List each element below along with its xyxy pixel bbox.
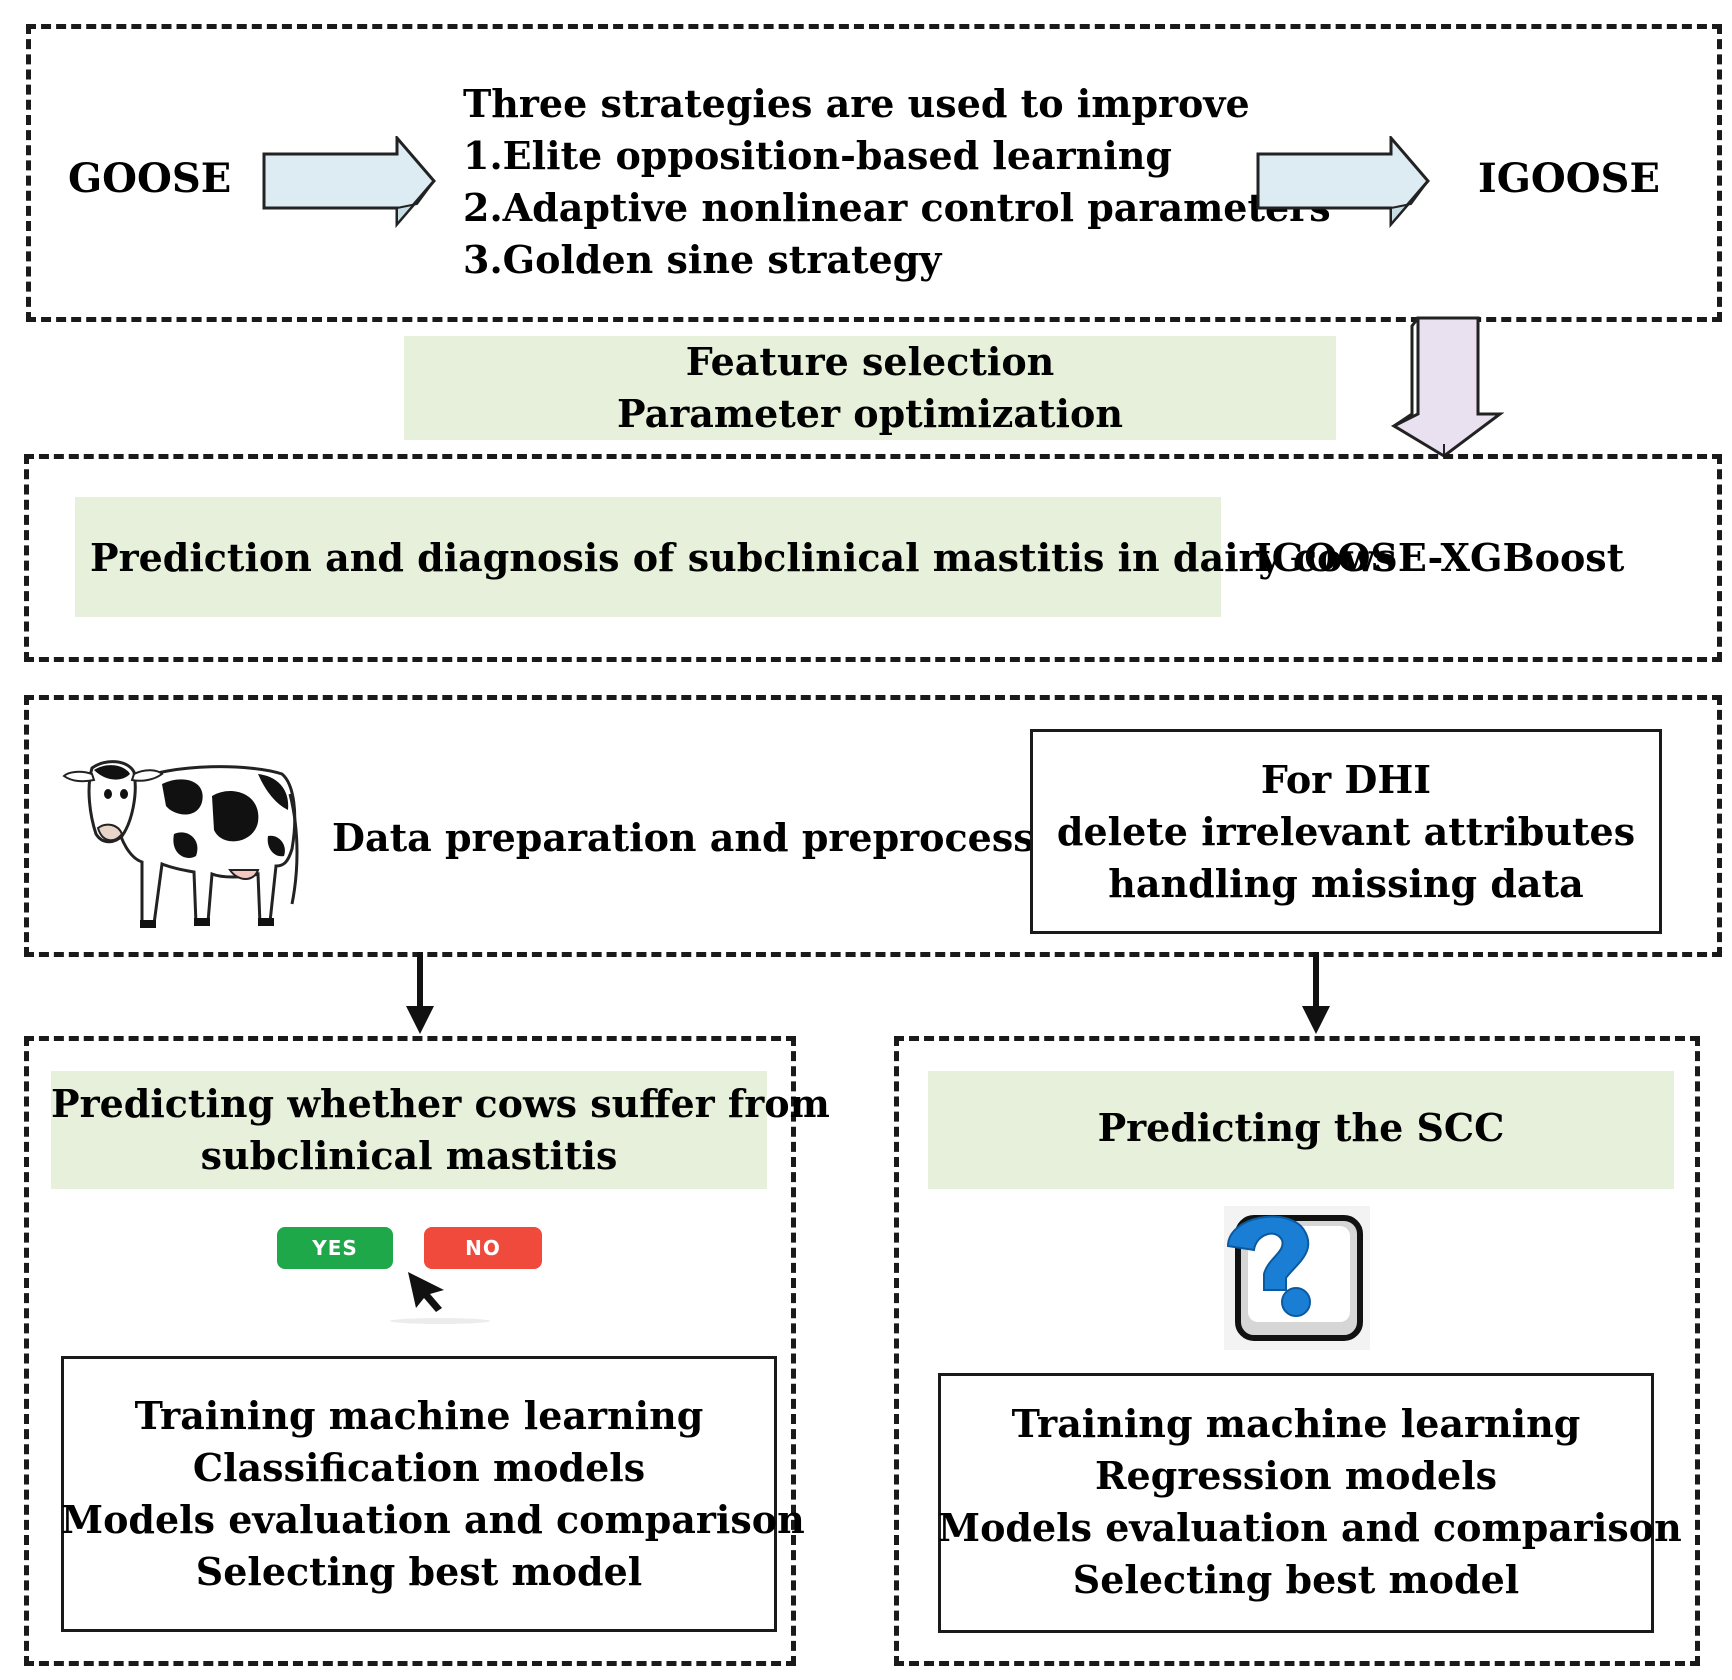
feature-selection-text: Feature selection Parameter optimization <box>617 339 1123 436</box>
data-preparation-label: Data preparation and preprocessing <box>332 815 1104 860</box>
regression-title-box <box>928 1071 1674 1189</box>
classification-title: Predicting whether cows suffer from subc… <box>51 1081 830 1178</box>
right-arrow-icon <box>262 136 436 228</box>
down-arrow-icon <box>406 952 434 1034</box>
question-icon <box>1224 1206 1370 1350</box>
strategy-item: 3.Golden sine strategy <box>463 237 942 282</box>
right-arrow-icon <box>1256 136 1430 228</box>
igoose-label: IGOOSE <box>1478 155 1660 202</box>
down-arrow-icon <box>1390 316 1504 458</box>
classification-steps-box <box>61 1356 777 1632</box>
model-name: IGOOSE-XGBoost <box>1254 535 1625 580</box>
classification-section <box>24 1036 796 1666</box>
down-arrow-icon <box>1302 952 1330 1034</box>
dhi-box <box>1030 729 1662 934</box>
improvement-section <box>26 24 1722 322</box>
regression-section <box>894 1036 1700 1666</box>
prediction-box <box>75 497 1221 617</box>
prediction-section <box>24 454 1722 662</box>
strategy-item: 1.Elite opposition-based learning <box>463 133 1172 178</box>
regression-steps: Training machine learning Regression mod… <box>938 1401 1682 1602</box>
regression-steps-box <box>938 1373 1654 1633</box>
strategy-list: Three strategies are used to improve 1.E… <box>463 78 1331 286</box>
cursor-icon <box>408 1272 444 1312</box>
goose-label: GOOSE <box>68 155 232 202</box>
dhi-text: For DHI delete irrelevant attributes han… <box>1056 757 1636 906</box>
classification-steps: Training machine learning Classification… <box>61 1393 805 1594</box>
prediction-label: Prediction and diagnosis of subclinical … <box>90 535 1397 580</box>
data-preparation-section <box>24 695 1722 957</box>
cow-icon <box>62 760 299 928</box>
regression-title: Predicting the SCC <box>1097 1105 1505 1150</box>
cursor-shadow <box>390 1318 490 1324</box>
no-button[interactable]: NO <box>424 1227 542 1269</box>
classification-title-box <box>51 1071 767 1189</box>
strategy-heading: Three strategies are used to improve <box>463 81 1250 126</box>
feature-selection-box <box>404 336 1336 440</box>
strategy-item: 2.Adaptive nonlinear control parameters <box>463 185 1331 230</box>
yes-button[interactable]: YES <box>277 1227 393 1269</box>
